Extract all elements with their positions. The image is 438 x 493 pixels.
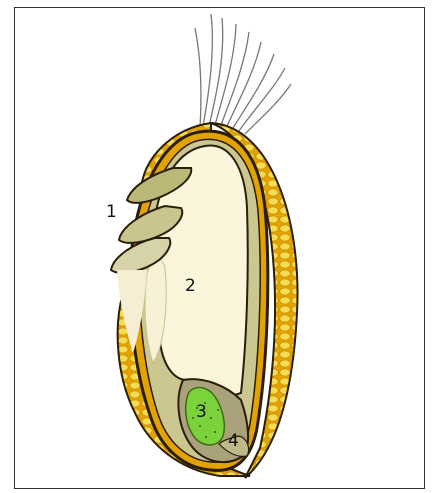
figure-frame: 1 2 3 4 (14, 7, 425, 489)
grain-cross-section (15, 8, 425, 489)
label-3: 3 (196, 404, 207, 421)
label-2: 2 (185, 278, 196, 295)
bristles (195, 14, 291, 134)
label-1: 1 (106, 204, 117, 221)
label-4: 4 (228, 433, 239, 450)
